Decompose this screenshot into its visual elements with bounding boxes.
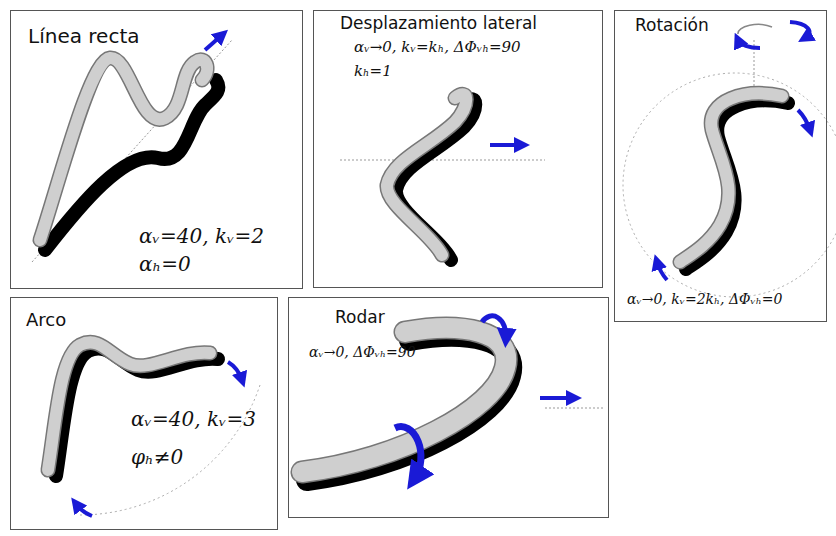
panel-title: Rotación — [635, 16, 709, 36]
panel: Rodar αᵥ→0, ΔΦᵥₕ=90 — [288, 297, 609, 518]
panel-title: Arco — [26, 310, 66, 331]
formula-label: αᵥ→0, ΔΦᵥₕ=90 — [309, 344, 416, 360]
roll-figure — [302, 316, 605, 480]
formula-label: αᵥ=40, kᵥ=3 — [131, 408, 256, 431]
formula-label: φₕ≠0 — [131, 446, 183, 469]
panel-title: Rodar — [335, 308, 385, 328]
panel-title: Línea recta — [28, 25, 139, 48]
lateral-shift-figure — [340, 94, 545, 260]
rotation-figure — [623, 22, 836, 297]
formula-label: αₕ=0 — [139, 253, 191, 276]
panel: Desplazamiento lateral αᵥ→0, kᵥ=kₕ, ΔΦᵥₕ=… — [313, 10, 603, 288]
panel-title: Desplazamiento lateral — [340, 14, 537, 34]
formula-label: αᵥ→0, kᵥ=2kₕ, ΔΦᵥₕ=0 — [627, 291, 782, 307]
panel: Rotación αᵥ→0, kᵥ=2kₕ, ΔΦᵥₕ=0 — [614, 10, 827, 322]
panel: Línea recta αᵥ=40, kᵥ=2 αₕ=0 — [10, 10, 303, 289]
panel: Arco αᵥ=40, kᵥ=3 φₕ≠0 — [10, 297, 278, 530]
arc-figure — [48, 342, 260, 516]
formula-label: αᵥ=40, kᵥ=2 — [139, 225, 264, 248]
formula-label: kₕ=1 — [354, 63, 392, 80]
formula-label: αᵥ→0, kᵥ=kₕ, ΔΦᵥₕ=90 — [354, 39, 521, 56]
